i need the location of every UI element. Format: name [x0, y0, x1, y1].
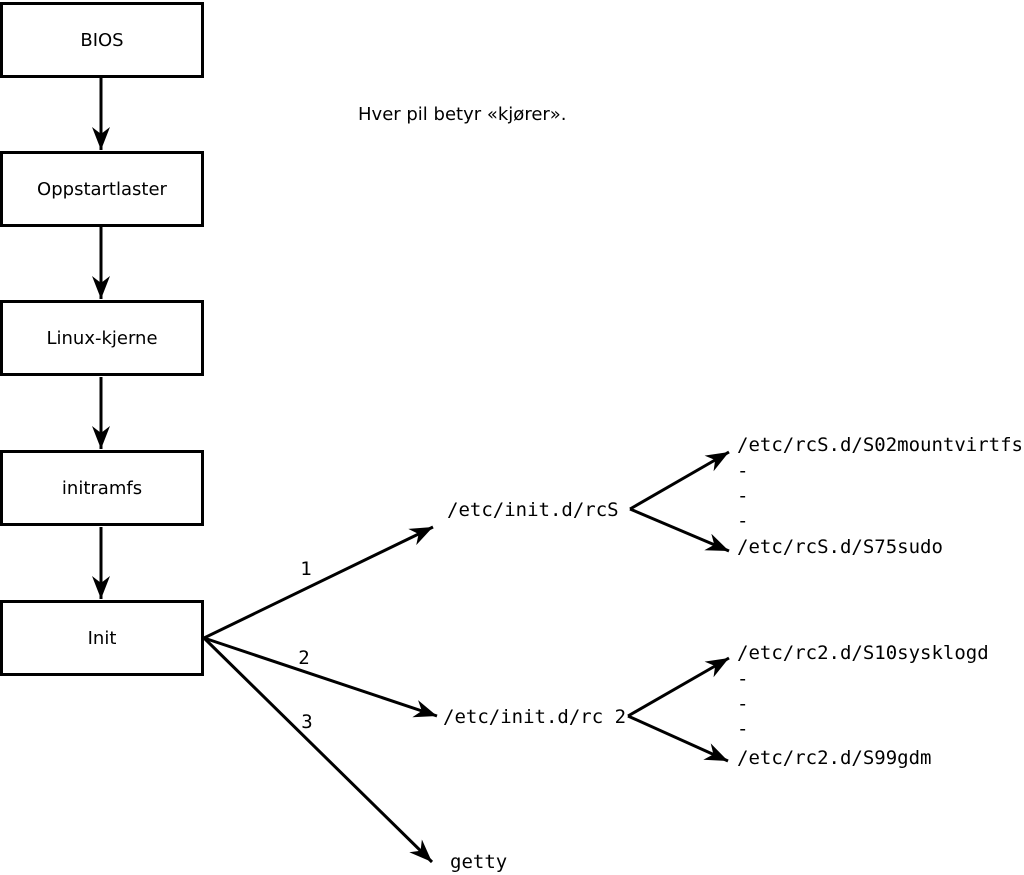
node-getty-label: getty — [450, 851, 508, 873]
box-bootloader-label: Oppstartlaster — [37, 178, 167, 200]
rc2-child-s99gdm: /etc/rc2.d/S99gdm — [737, 747, 932, 769]
arrow-label-1: 1 — [300, 558, 312, 580]
arrow-init-to-rcS — [203, 525, 434, 640]
node-rc2-label: /etc/init.d/rc 2 — [443, 706, 627, 728]
box-initramfs-label: initramfs — [61, 477, 143, 499]
arrow-label-3: 3 — [301, 711, 313, 733]
box-init: Init — [0, 600, 204, 676]
rcS-child-s02mountvirtfs: /etc/rcS.d/S02mountvirtfs — [737, 434, 1023, 456]
rc2-child-s10sysklogd: /etc/rc2.d/S10sysklogd — [737, 642, 989, 664]
box-initramfs: initramfs — [0, 450, 204, 526]
legend-note: Hver pil betyr «kjører». — [358, 104, 567, 125]
arrow-rcS-to-S02mountvirtfs — [629, 450, 730, 511]
node-rcS-label: /etc/init.d/rcS — [447, 499, 619, 521]
box-kernel-label: Linux-kjerne — [46, 327, 158, 349]
arrow-rc2-to-S99gdm — [627, 714, 729, 763]
box-bios-label: BIOS — [80, 29, 124, 51]
rc2-child-dash-3: - — [737, 718, 749, 740]
box-init-label: Init — [87, 627, 117, 649]
rcS-child-dash-3: - — [737, 510, 749, 532]
arrow-init-to-getty — [202, 636, 434, 864]
arrow-rc2-to-S10sysklogd — [627, 656, 730, 718]
box-kernel: Linux-kjerne — [0, 300, 204, 376]
arrow-rcS-to-S75sudo — [629, 507, 730, 553]
rcS-child-dash-2: - — [737, 485, 749, 507]
rc2-child-dash-2: - — [737, 693, 749, 715]
arrow-label-2: 2 — [298, 647, 310, 669]
rcS-child-dash-1: - — [737, 460, 749, 482]
rc2-child-dash-1: - — [737, 668, 749, 690]
arrow-init-to-rc2 — [203, 636, 438, 718]
box-bios: BIOS — [0, 2, 204, 78]
box-bootloader: Oppstartlaster — [0, 151, 204, 227]
rcS-child-s75sudo: /etc/rcS.d/S75sudo — [737, 536, 943, 558]
